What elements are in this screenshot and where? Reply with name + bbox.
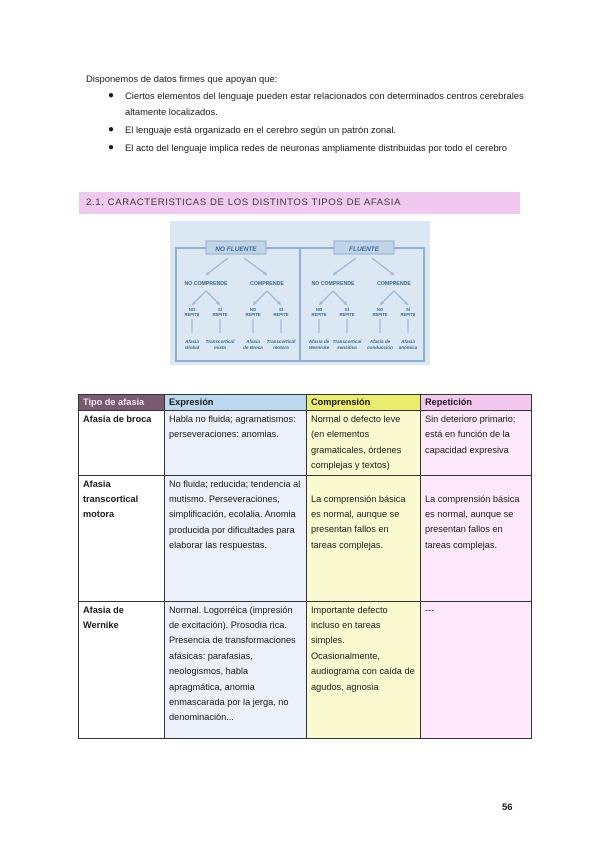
repite-label: REPITE [339, 312, 354, 317]
arrow-head [216, 301, 220, 305]
arrow-head [343, 301, 347, 305]
arrow-head [404, 301, 408, 305]
arrow-head [333, 271, 337, 275]
repite-label: SÍ [406, 307, 411, 312]
cell-expresion: Habla no fluida; agramatismos: persevera… [164, 410, 307, 476]
bottom-label: Transcortical [267, 339, 296, 344]
repite-label: SÍ [218, 307, 223, 312]
top-box [205, 240, 267, 255]
header-repeticion: Repetición [420, 394, 532, 411]
bullet-text: El lenguaje está organizado en el cerebr… [125, 124, 397, 135]
arrow-head [390, 271, 394, 275]
table-row: Afasia de broca Habla no fluida; agramat… [78, 410, 532, 476]
cell-comprension: Normal o defecto leve (en elementos gram… [306, 410, 421, 476]
table-row: Afasia de Wernike Normal. Logorréica (im… [78, 600, 532, 739]
cell-repeticion: Sin deterioro primario; está en función … [420, 410, 532, 476]
table-header-row: Tipo de afasia Expresión Comprensión Rep… [78, 394, 532, 411]
bottom-label: Transcortical [333, 339, 362, 344]
bottom-label: Transcortical [206, 339, 235, 344]
bottom-label: mixta [214, 345, 226, 350]
bottom-label: motora [273, 345, 289, 350]
bottom-label: Afasia de [308, 339, 330, 344]
top-label: FLUENTE [349, 246, 380, 253]
top-label: NO FLUENTE [215, 246, 257, 253]
bottom-label: conducción [367, 345, 393, 350]
arrow-head [192, 301, 196, 305]
arrow-head [253, 301, 257, 305]
repite-label: REPITE [245, 312, 260, 317]
header-expresion: Expresión [164, 394, 307, 411]
repite-label: REPITE [372, 312, 387, 317]
bullet-list: ● Ciertos elementos del lenguaje pueden e… [108, 88, 528, 158]
top-box [333, 240, 395, 255]
bullet-icon: ● [108, 90, 115, 101]
repite-label: NO [250, 307, 257, 312]
repite-label: REPITE [273, 312, 288, 317]
header-tipo: Tipo de afasia [78, 394, 165, 411]
cell-comprension: La comprensión básica es normal, aunque … [306, 474, 421, 602]
middle-label: COMPRENDE [250, 281, 284, 287]
cell-repeticion: La comprensión básica es normal, aunque … [420, 474, 532, 602]
middle-label: NO COMPRENDE [185, 281, 228, 287]
arrow-head [206, 271, 210, 275]
bullet-item: ● Ciertos elementos del lenguaje pueden e… [108, 88, 528, 120]
bottom-label: anómica [399, 345, 418, 350]
bullet-item: ● El lenguaje está organizado en el cereb… [108, 122, 528, 138]
cell-expresion: Normal. Logorréica (impresión de excitac… [164, 600, 307, 739]
bottom-label: de Broca [243, 345, 263, 350]
bullet-text: El acto del lenguaje implica redes de ne… [125, 142, 507, 153]
arrow-line [332, 257, 357, 276]
cell-tipo: Afasia de broca [78, 410, 165, 476]
arrow-head [277, 301, 281, 305]
afasia-table: Tipo de afasia Expresión Comprensión Rep… [78, 394, 532, 739]
arrow-head [319, 301, 323, 305]
cell-tipo: Afasia de Wernike [78, 600, 165, 739]
repite-label: REPITE [400, 312, 415, 317]
repite-label: REPITE [311, 312, 326, 317]
repite-label: REPITE [212, 312, 227, 317]
arrow-head [263, 271, 267, 275]
header-comprension: Comprensión [306, 394, 421, 411]
middle-label: COMPRENDE [377, 281, 411, 287]
repite-label: SÍ [345, 307, 350, 312]
middle-label: NO COMPRENDE [312, 281, 355, 287]
repite-label: NO [189, 307, 196, 312]
bullet-icon: ● [108, 142, 115, 153]
bottom-label: Afasia [184, 339, 199, 344]
bottom-label: Wernicke [309, 345, 330, 350]
bottom-label: Afasia [400, 339, 415, 344]
diagram-svg: NO FLUENTE FLUENTE NO COMPRENDE COMPRENDE NO… [170, 221, 430, 365]
bottom-label: Afasia de [369, 339, 391, 344]
cell-tipo: Afasia transcortical motora [78, 474, 165, 602]
page-number: 56 [502, 802, 513, 813]
bullet-text: Ciertos elementos del lenguaje pueden es… [125, 90, 524, 117]
bottom-label: Global [185, 345, 200, 350]
arrow-line [243, 257, 268, 276]
afasia-classification-diagram: NO FLUENTE FLUENTE NO COMPRENDE COMPRENDE NO… [170, 221, 430, 365]
bottom-label: Afasia [245, 339, 260, 344]
bullet-item: ● El acto del lenguaje implica redes de n… [108, 140, 528, 156]
section-heading: 2.1. CARACTERISTICAS DE LOS DISTINTOS TI… [79, 192, 520, 214]
bullet-icon: ● [108, 124, 115, 135]
repite-label: REPITE [184, 312, 199, 317]
intro-text: Disponemos de datos firmes que apoyan qu… [86, 73, 278, 84]
table-row: Afasia transcortical motora No fluida; r… [78, 474, 532, 602]
cell-comprension: Importante defecto incluso en tareas sim… [306, 600, 421, 739]
arrow-line [205, 257, 229, 276]
repite-label: SÍ [279, 307, 284, 312]
repite-label: NO [316, 307, 323, 312]
arrow-line [371, 257, 395, 276]
cell-repeticion: --- [420, 600, 532, 739]
cell-expresion: No fluida; reducida; tendencia al mutism… [164, 474, 307, 602]
repite-label: NO [377, 307, 384, 312]
arrow-head [380, 301, 384, 305]
bottom-label: sensitiva [337, 345, 357, 350]
